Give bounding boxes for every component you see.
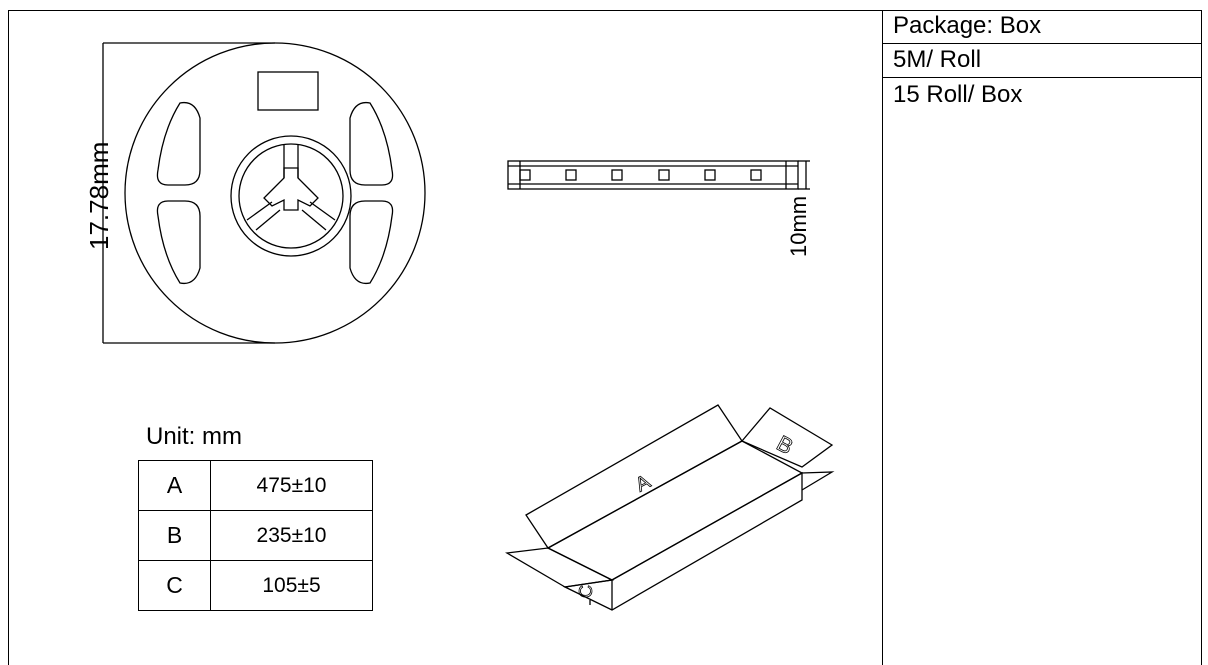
dimension-key: B: [138, 510, 211, 561]
reel-dimension-label: 17.78mm: [84, 142, 114, 250]
table-row: C 105±5: [138, 560, 373, 611]
led-chip: [611, 169, 623, 181]
hub-spoke: [246, 201, 273, 221]
box-opening: [546, 440, 804, 581]
table-row: A 475±10: [138, 460, 373, 511]
reel-label-window: [257, 71, 319, 111]
box-letter-c: C: [576, 585, 596, 598]
reel-cutout-bottom-right: [349, 200, 394, 285]
reel-outer-circle: [124, 42, 426, 344]
dimension-value: 475±10: [210, 460, 373, 511]
reel-cutout-top-left: [156, 101, 201, 186]
hub-spoke: [301, 209, 327, 231]
box-letter-a: A: [632, 470, 655, 496]
reel-hub-outer: [230, 135, 352, 257]
reel-hub-inner: [238, 143, 344, 249]
dimension-key: C: [138, 560, 211, 611]
led-chip: [704, 169, 716, 181]
package-type: Package: Box: [883, 11, 1201, 44]
length-per-roll: 5M/ Roll: [883, 45, 1201, 78]
dimension-value: 105±5: [210, 560, 373, 611]
led-chip: [519, 169, 531, 181]
led-strip: [507, 160, 799, 190]
box-flap-front-right: [801, 471, 835, 491]
rolls-per-box: 15 Roll/ Box: [893, 81, 1023, 108]
dimension-key: A: [138, 460, 211, 511]
reel-cutout-bottom-left: [156, 200, 201, 285]
hub-key: [263, 167, 319, 211]
led-chip: [750, 169, 762, 181]
unit-label: Unit: mm: [146, 423, 242, 450]
box-letter-b: B: [773, 430, 798, 459]
drawing-frame: [8, 10, 1202, 665]
box-front-side: [562, 471, 803, 611]
dimension-value: 235±10: [210, 510, 373, 561]
strip-width-label: 10mm: [786, 196, 811, 257]
hub-spoke: [255, 209, 281, 231]
led-chip: [565, 169, 577, 181]
table-row: B 235±10: [138, 510, 373, 561]
reel-cutout-top-right: [349, 101, 394, 186]
led-chip: [658, 169, 670, 181]
dimensions-table: A 475±10 B 235±10 C 105±5: [138, 460, 373, 611]
hub-spoke: [309, 201, 336, 221]
box-flap-right: [740, 407, 834, 468]
column-divider: [882, 10, 883, 665]
